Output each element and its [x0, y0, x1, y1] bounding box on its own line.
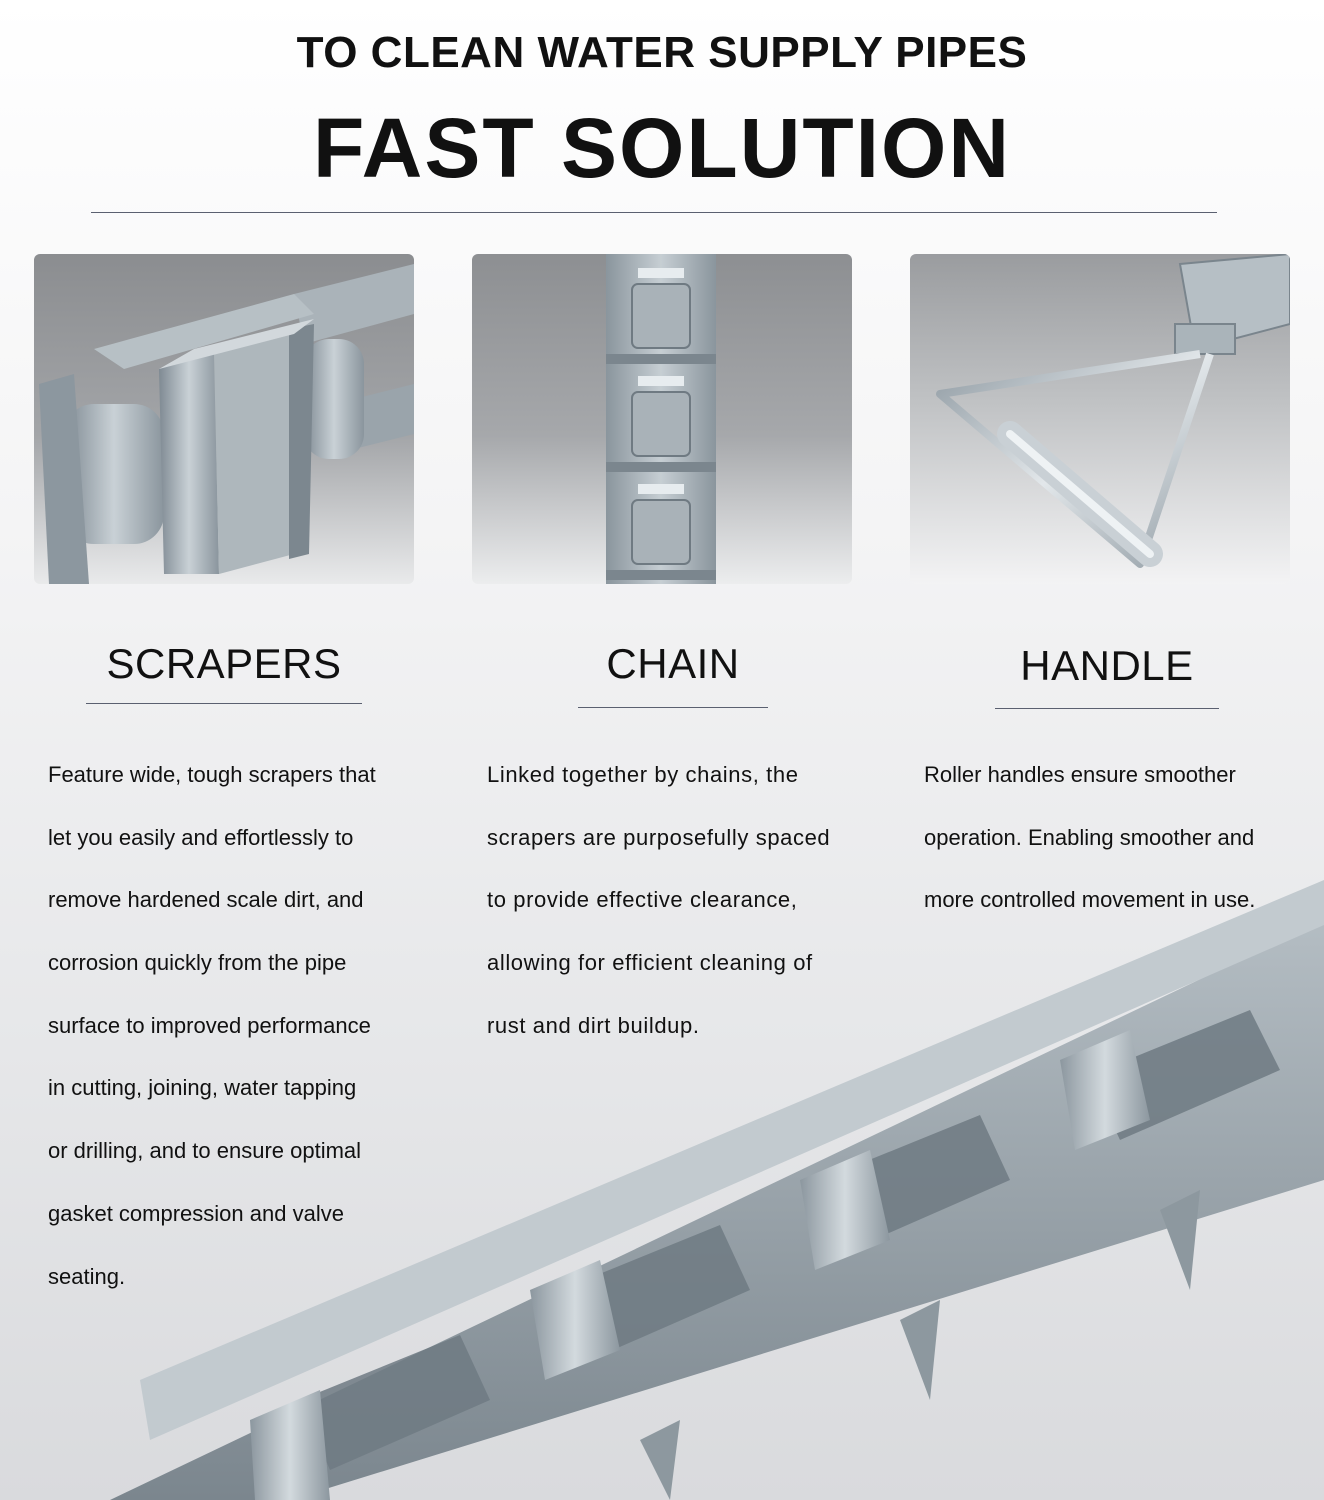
handle-divider [995, 708, 1219, 709]
description-line: Linked together by chains, the [487, 762, 799, 787]
scrapers-image [34, 254, 414, 584]
chain-label: CHAIN [606, 640, 740, 687]
scrapers-divider [86, 703, 362, 704]
description-line: let you easily and effortlessly to [48, 824, 354, 850]
handle-description: Roller handles ensure smoother operation… [924, 744, 1304, 932]
roller-handle-icon [936, 254, 1290, 568]
description-line: operation. Enabling smoother and [924, 824, 1255, 850]
description-line: rust and dirt buildup. [487, 1012, 700, 1038]
scrapers-label: SCRAPERS [106, 640, 342, 687]
chain-description: Linked together by chains, the scrapers … [487, 744, 877, 1057]
header-divider [91, 212, 1217, 213]
page-title: FAST SOLUTION [313, 101, 1011, 195]
scrapers-description: Feature wide, tough scrapers that let yo… [48, 744, 428, 1308]
description-line: allowing for efficient cleaning of [487, 950, 813, 976]
description-line: Feature wide, tough scrapers that [48, 762, 376, 787]
chain-image [472, 254, 852, 584]
page-subtitle: TO CLEAN WATER SUPPLY PIPES [296, 28, 1028, 77]
description-line: Roller handles ensure smoother [924, 762, 1236, 787]
description-line: surface to improved performance [48, 1012, 371, 1038]
description-line: gasket compression and valve [48, 1200, 344, 1226]
description-line: to provide effective clearance, [487, 887, 798, 913]
handle-label: HANDLE [1020, 642, 1194, 689]
description-line: corrosion quickly from the pipe [48, 950, 347, 976]
handle-image [910, 254, 1290, 584]
chain-scraper-icon [110, 880, 1324, 1500]
description-line: scrapers are purposefully spaced [487, 824, 831, 850]
description-line: in cutting, joining, water tapping [48, 1075, 357, 1101]
chain-links-icon [606, 254, 716, 584]
description-line: or drilling, and to ensure optimal [48, 1138, 362, 1164]
description-line: remove hardened scale dirt, and [48, 887, 364, 913]
description-line: seating. [48, 1263, 126, 1289]
description-line: more controlled movement in use. [924, 887, 1256, 913]
scraper-link-icon [39, 264, 414, 584]
chain-divider [578, 707, 768, 708]
